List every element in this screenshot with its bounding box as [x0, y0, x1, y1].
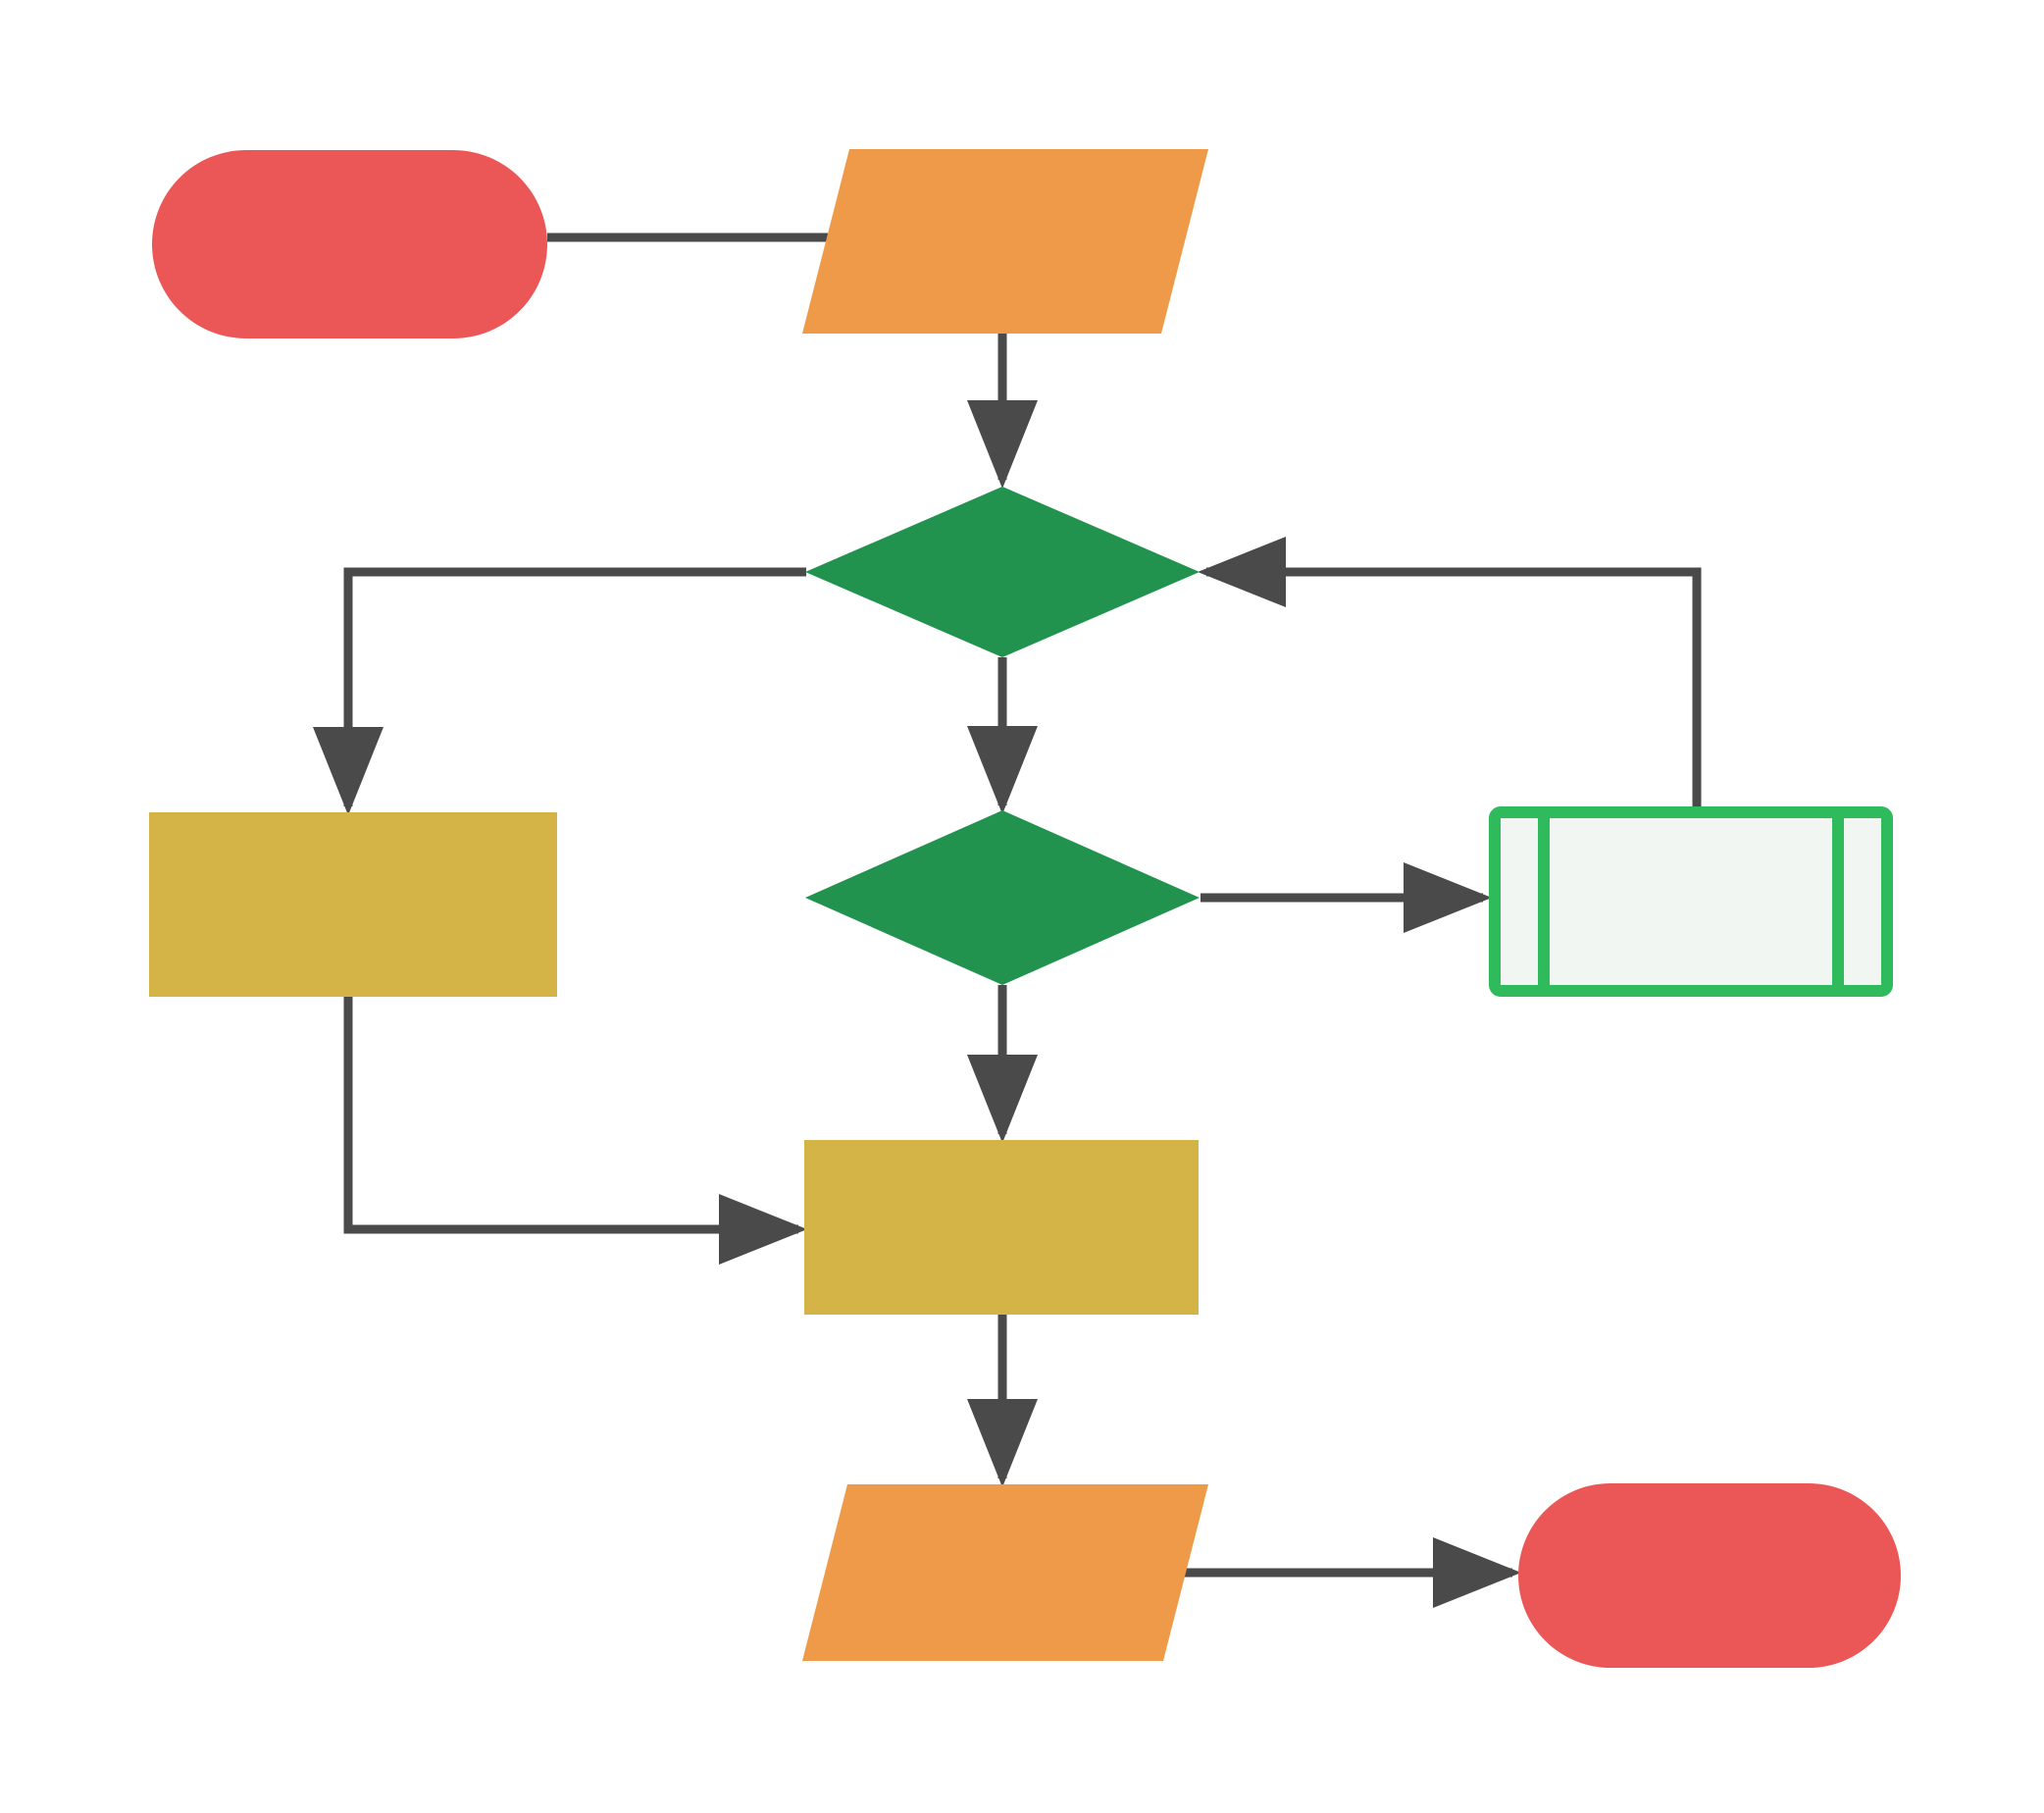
node-decision2[interactable]	[805, 810, 1200, 985]
node-process-a[interactable]	[149, 812, 557, 997]
node-start[interactable]	[152, 150, 547, 338]
input-parallelogram-shape[interactable]	[802, 149, 1208, 334]
node-input[interactable]	[802, 149, 1208, 334]
decision1-diamond-shape[interactable]	[805, 487, 1200, 657]
node-decision1[interactable]	[805, 487, 1200, 657]
process-b-rectangle-shape[interactable]	[804, 1140, 1199, 1315]
node-subroutine[interactable]	[1489, 806, 1893, 997]
connector-subroutine-to-decision1[interactable]	[1198, 537, 1702, 806]
connector-process-a-to-process-b[interactable]	[343, 997, 807, 1265]
decision2-diamond-shape[interactable]	[805, 810, 1200, 985]
process-a-rectangle-shape[interactable]	[149, 812, 557, 997]
node-end[interactable]	[1518, 1483, 1901, 1668]
output-parallelogram-shape[interactable]	[802, 1484, 1208, 1661]
node-output[interactable]	[802, 1484, 1208, 1661]
subroutine-outer-shape[interactable]	[1489, 806, 1893, 997]
node-layer	[149, 149, 1901, 1668]
end-terminator-shape[interactable]	[1518, 1483, 1901, 1668]
connector-decision1-to-process-a[interactable]	[313, 567, 806, 815]
start-terminator-shape[interactable]	[152, 150, 547, 338]
node-process-b[interactable]	[804, 1140, 1199, 1315]
